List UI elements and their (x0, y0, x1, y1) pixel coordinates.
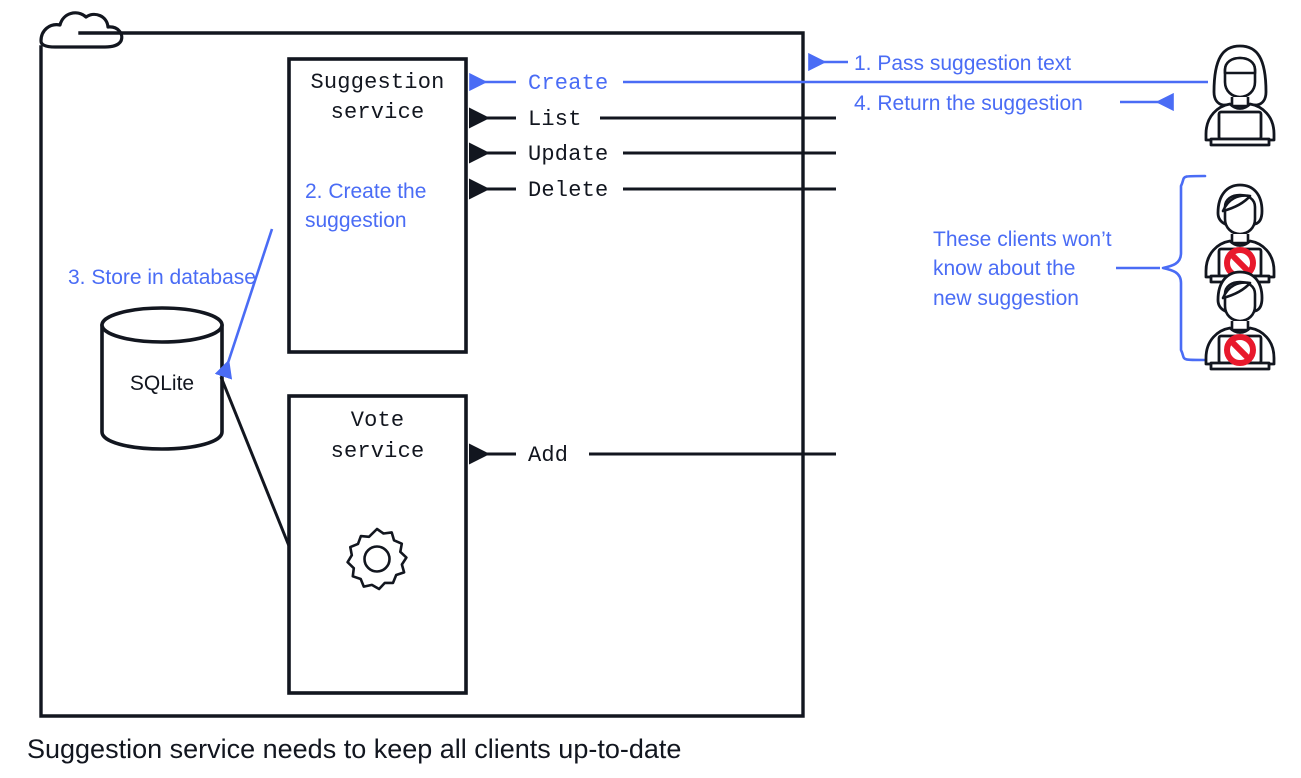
cloud-boundary-outline (39, 31, 805, 718)
gear-icon (346, 527, 408, 591)
clients-note-line3: new suggestion (933, 287, 1079, 310)
diagram-caption: Suggestion service needs to keep all cli… (27, 734, 682, 764)
vote-service-title-line1: Vote (350, 408, 405, 433)
step-4-label: 4. Return the suggestion (854, 92, 1083, 115)
create-suggestion-annotation-line1: 2. Create the (305, 180, 427, 203)
step-1-label: 1. Pass suggestion text (854, 52, 1072, 75)
endpoint-label-add: Add (528, 443, 569, 468)
clients-note-line2: know about the (933, 257, 1076, 280)
sqlite-label: SQLite (129, 372, 195, 395)
cloud-icon (39, 11, 124, 49)
create-suggestion-annotation-line2: suggestion (305, 209, 407, 232)
sqlite-vote-link (219, 376, 291, 547)
store-in-database-arrow (214, 228, 274, 380)
person-at-laptop-blocked-icon (1204, 270, 1276, 371)
suggestion-service-title-line1: Suggestion (310, 70, 445, 95)
clients-note-line1: These clients won’t (933, 228, 1112, 251)
suggestion-service-title-line2: service (330, 100, 425, 125)
endpoint-label-create: Create (528, 71, 609, 96)
endpoint-label-list: List (528, 107, 582, 132)
person-at-laptop-blocked-icon (1204, 183, 1276, 284)
blocked-icon (1224, 334, 1256, 366)
vote-service-title-line2: service (330, 439, 425, 464)
store-in-database-label: 3. Store in database (68, 266, 256, 289)
suggestion-service-box (287, 57, 468, 354)
endpoint-label-update: Update (528, 142, 609, 167)
endpoint-label-delete: Delete (528, 178, 609, 203)
cylinder-database-icon (100, 306, 224, 451)
stale-clients-brace (1161, 174, 1207, 362)
person-at-laptop-icon (1204, 44, 1276, 147)
